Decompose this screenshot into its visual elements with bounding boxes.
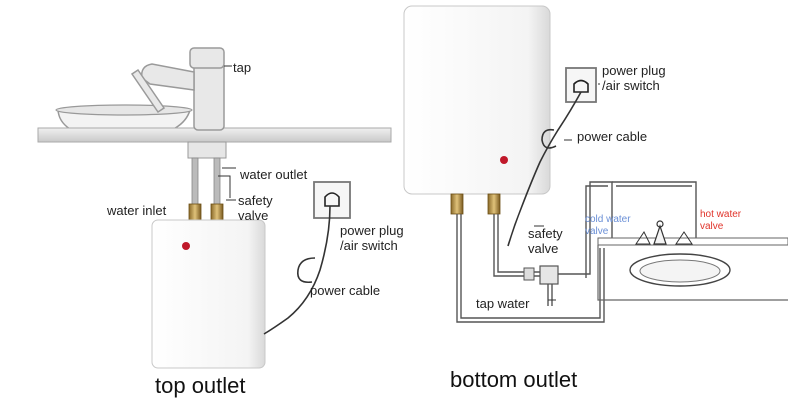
indicator-light-left [182, 242, 190, 250]
leader-lines-left [218, 65, 236, 201]
label-tap: tap [233, 60, 252, 75]
indicator-light-right [500, 156, 508, 164]
label-tap-water: tap water [476, 296, 530, 311]
label-power-cable-right: power cable [577, 129, 648, 144]
top-outlet-scene [37, 47, 392, 369]
label-power-plug-right: power plug /air switch [602, 63, 666, 93]
water-heater-right [403, 5, 551, 195]
label-water-outlet: water outlet [240, 167, 308, 182]
label-safety-valve-right: safety valve [528, 226, 563, 256]
bottom-outlet-scene [403, 5, 788, 323]
outlet-fitting [210, 203, 224, 223]
label-water-inlet: water inlet [107, 203, 167, 218]
bottom-inlet-fitting [450, 193, 464, 215]
bottom-outlet-fitting [487, 193, 501, 215]
label-safety-valve-left: safety valve [238, 193, 273, 223]
caption-top-outlet: top outlet [155, 373, 246, 398]
power-cable-left [263, 205, 331, 335]
power-socket-left [313, 181, 351, 219]
leader-lines-right [534, 83, 600, 301]
caption-bottom-outlet: bottom outlet [450, 367, 578, 392]
countertop-right [597, 237, 788, 246]
water-heater-left [151, 219, 266, 369]
under-sink-fitting [187, 141, 227, 159]
basin-faucet [653, 224, 667, 245]
label-power-cable-left: power cable [310, 283, 381, 298]
inlet-fitting [188, 203, 202, 223]
label-cold-water-valve: cold water valve [585, 214, 631, 237]
tee-fitting [539, 265, 559, 285]
power-cable-right [507, 91, 582, 247]
power-socket-right [565, 67, 597, 103]
faucet-tap [130, 47, 225, 131]
label-power-plug-left: power plug /air switch [340, 223, 404, 253]
label-hot-water-valve: hot water valve [700, 209, 742, 232]
